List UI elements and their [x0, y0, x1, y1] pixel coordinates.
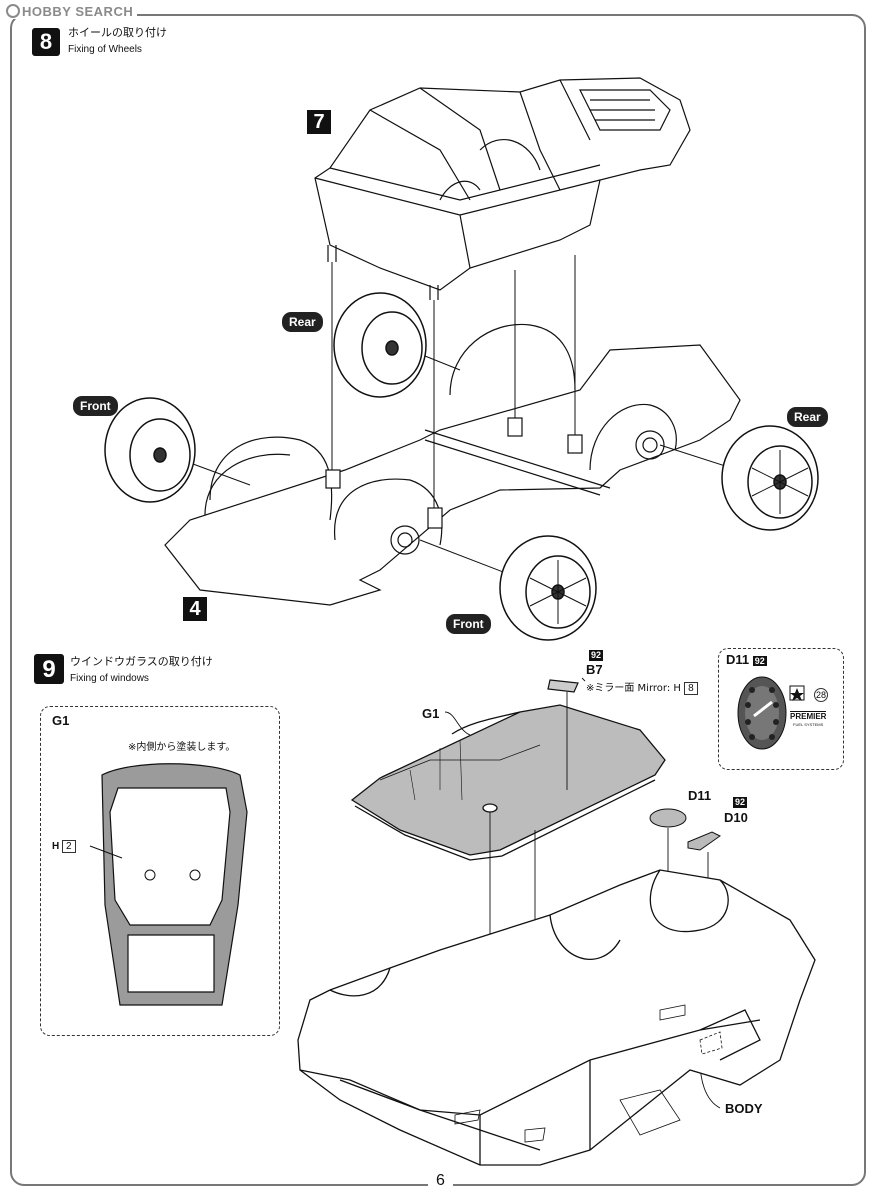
g1-paint-callout: H 2	[52, 840, 76, 853]
body-shell-bottom-drawing	[297, 869, 816, 1166]
d11-label: D11	[688, 788, 712, 803]
hobby-search-logo: HOBBY SEARCH	[4, 4, 138, 19]
front-label-bottom: Front	[446, 614, 491, 634]
sub-step-7-badge: 7	[307, 110, 331, 134]
front-label-left: Front	[73, 396, 118, 416]
d10-label: D10	[724, 810, 748, 825]
d11-decal-part	[649, 808, 687, 828]
windshield-g1-drawing	[350, 704, 666, 861]
d10-tag: 92	[733, 797, 748, 808]
rear-label-right: Rear	[787, 407, 828, 427]
rear-label-left: Rear	[282, 312, 323, 332]
d11-inset-tag: 92	[752, 656, 767, 666]
step-9-title-jp: ウインドウガラスの取り付け	[70, 655, 213, 668]
g1-inset-label: G1	[52, 713, 70, 728]
chassis-drawing	[164, 344, 741, 606]
d10-decal-part	[687, 831, 721, 851]
step-9-number: 9	[34, 654, 64, 684]
g1-inset-panel	[40, 706, 280, 1036]
b7-label: B7	[586, 662, 603, 677]
b7-tag: 92	[589, 650, 604, 661]
paint-code: 2	[62, 840, 76, 853]
d11-inset-panel	[718, 648, 844, 770]
paint-label: H	[52, 841, 60, 852]
g1-inset-note: ※内側から塗装します。	[128, 742, 236, 753]
mirror-note: ※ミラー面 Mirror: H 8	[586, 679, 698, 695]
sub-step-4-badge: 4	[183, 597, 207, 621]
step-9-title-en: Fixing of windows	[70, 673, 149, 684]
step-8-number: 8	[32, 28, 60, 56]
premier-brand-sub: FUEL SYSTEMS	[793, 722, 824, 727]
d11-decal-detail	[737, 676, 805, 750]
body-label: BODY	[725, 1101, 763, 1116]
g1-label: G1	[422, 706, 440, 721]
b7-mirror-part	[547, 679, 579, 693]
d11-inset-label: D11 92	[726, 652, 767, 667]
g1-window-pattern	[101, 763, 248, 1006]
page-number: 6	[428, 1172, 453, 1190]
step-8-title-jp: ホイールの取り付け	[68, 26, 167, 39]
decal-number: 28	[814, 688, 828, 702]
step-8-title-en: Fixing of Wheels	[68, 44, 142, 55]
premier-brand: PREMIER	[790, 711, 827, 721]
mirror-code: 8	[684, 682, 698, 695]
